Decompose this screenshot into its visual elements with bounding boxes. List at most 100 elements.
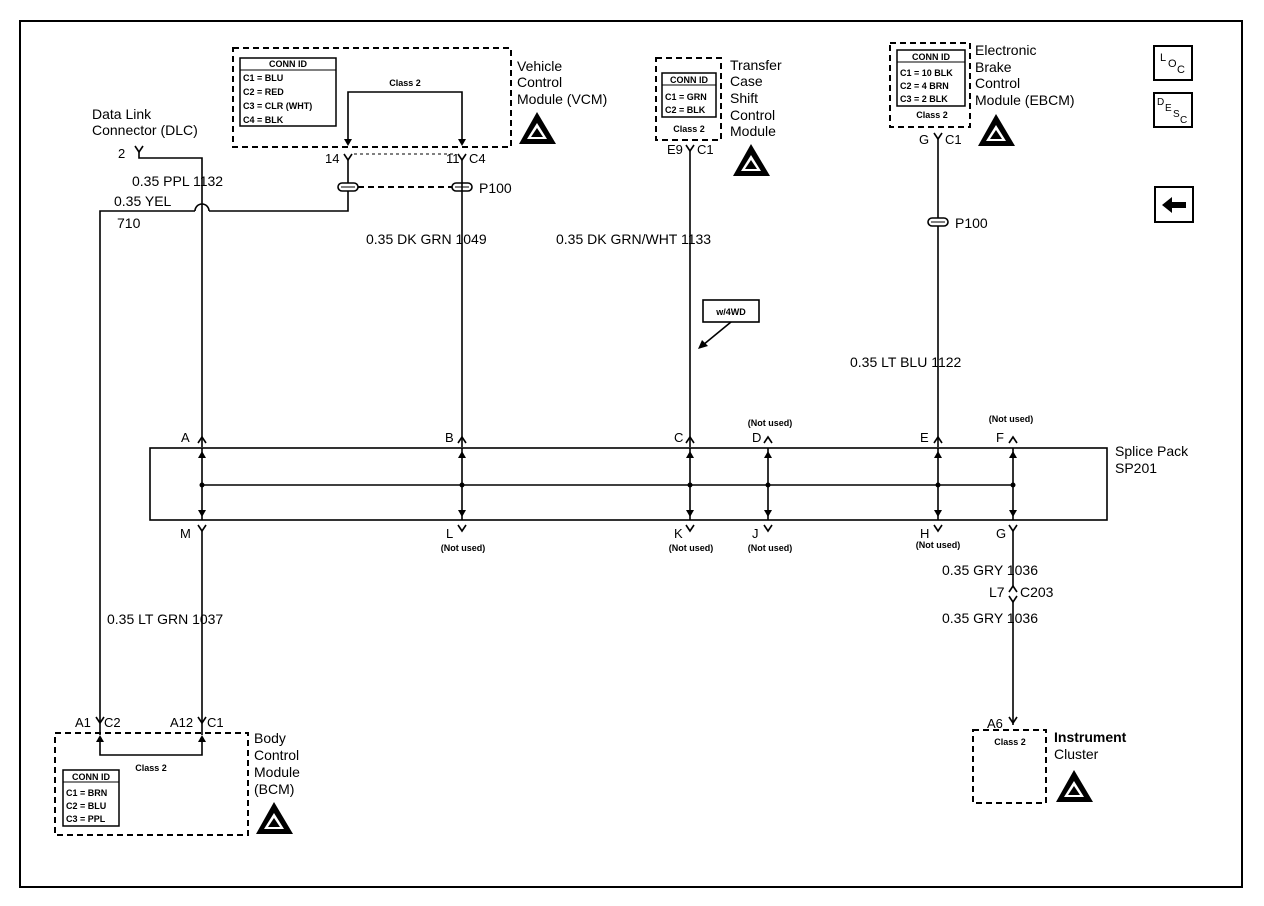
- splice-pack-sp201: Splice Pack SP201: [149, 414, 1189, 553]
- p100-label-vcm: P100: [479, 180, 512, 196]
- wire-1049-label: 0.35 DK GRN 1049: [366, 231, 487, 247]
- vcm-class2-label: Class 2: [389, 78, 421, 88]
- not-used-f: (Not used): [989, 414, 1034, 424]
- wire-1133-label: 0.35 DK GRN/WHT 1133: [556, 231, 711, 247]
- esd-warning-icon: [256, 802, 293, 834]
- splice-pin-l: L: [446, 526, 453, 541]
- splice-pack-name-2: SP201: [1115, 460, 1157, 476]
- bcm-conn-id-1: C1 = BRN: [66, 788, 107, 798]
- splice-pin-k: K: [674, 526, 683, 541]
- back-arrow-icon[interactable]: [1154, 186, 1194, 223]
- tccm-pin-e9: E9: [667, 142, 683, 157]
- tccm-conn-c1: C1: [697, 142, 714, 157]
- tccm-conn-id-title: CONN ID: [670, 75, 709, 85]
- tccm-conn-id-2: C2 = BLK: [665, 105, 706, 115]
- ebcm-conn-c1: C1: [945, 132, 962, 147]
- option-note: w/4WD: [715, 307, 746, 317]
- bcm-conn-id-3: C3 = PPL: [66, 814, 106, 824]
- tccm-outline: [655, 57, 722, 141]
- vcm-conn-id-box: [239, 57, 337, 127]
- not-used-k: (Not used): [669, 543, 714, 553]
- esd-warning-icon: [733, 144, 770, 176]
- ebcm-module: CONN ID C1 = 10 BLK C2 = 4 BRN C3 = 2 BL…: [889, 42, 1075, 146]
- desc-c: C: [1180, 115, 1187, 126]
- ebcm-pin-g: G: [919, 132, 929, 147]
- p100-label-ebcm: P100: [955, 215, 988, 231]
- wire-1132-label: 0.35 PPL 1132: [132, 173, 223, 189]
- loc-o: O: [1168, 58, 1177, 70]
- desc-button[interactable]: D E S C: [1153, 92, 1193, 128]
- ebcm-conn-id-3: C3 = 2 BLK: [900, 94, 948, 104]
- vcm-conn-id-title: CONN ID: [269, 59, 308, 69]
- ebcm-conn-id-box: [896, 49, 966, 107]
- splice-pin-b: B: [445, 430, 454, 445]
- bcm-module: A1 C2 A12 C1 Class 2 CONN ID C1 = BRN C2…: [54, 715, 300, 836]
- wire-710: [209, 160, 349, 212]
- vcm-conn-id-1: C1 = BLU: [243, 73, 283, 83]
- tccm-name-2: Case: [730, 73, 763, 89]
- splice-pin-h: H: [920, 526, 929, 541]
- bcm-name-2: Control: [254, 747, 299, 763]
- not-used-h: (Not used): [916, 540, 961, 550]
- desc-s: S: [1173, 109, 1180, 120]
- ebcm-class2-label: Class 2: [916, 110, 948, 120]
- bcm-pin-a12: A12: [170, 715, 193, 730]
- vcm-conn-c4: C4: [469, 151, 486, 166]
- tccm-name-1: Transfer: [730, 57, 782, 73]
- bcm-name-1: Body: [254, 730, 286, 746]
- wire-1122-label: 0.35 LT BLU 1122: [850, 354, 962, 370]
- splice-pin-g: G: [996, 526, 1006, 541]
- dlc-pin-2: 2: [118, 146, 125, 161]
- vcm-pin-11: 11: [446, 151, 460, 166]
- splice-pack-name-1: Splice Pack: [1115, 443, 1189, 459]
- tccm-name-4: Control: [730, 107, 775, 123]
- ic-name-2: Cluster: [1054, 746, 1099, 762]
- vcm-outline: [232, 47, 512, 148]
- vcm-name-3: Module (VCM): [517, 91, 607, 107]
- ebcm-conn-id-2: C2 = 4 BRN: [900, 81, 949, 91]
- esd-warning-icon: [978, 114, 1015, 146]
- loc-l: L: [1160, 52, 1166, 64]
- vcm-pin-14: 14: [325, 151, 339, 166]
- ic-outline: [972, 729, 1047, 804]
- ebcm-name-1: Electronic: [975, 42, 1036, 58]
- ic-name-1: Instrument: [1054, 729, 1127, 745]
- bcm-conn-id-title: CONN ID: [72, 772, 111, 782]
- not-used-l: (Not used): [441, 543, 486, 553]
- ebcm-name-2: Brake: [975, 59, 1012, 75]
- loc-button[interactable]: L O C: [1153, 45, 1193, 81]
- bcm-conn-c2: C2: [104, 715, 121, 730]
- ebcm-name-4: Module (EBCM): [975, 92, 1075, 108]
- tccm-conn-id-1: C1 = GRN: [665, 92, 707, 102]
- tccm-class2-label: Class 2: [673, 124, 705, 134]
- ic-pin-a6: A6: [987, 716, 1003, 731]
- bcm-name-3: Module: [254, 764, 300, 780]
- esd-warning-icon: [1056, 770, 1093, 802]
- wire-1036-label-b: 0.35 GRY 1036: [942, 610, 1038, 626]
- loc-c: C: [1177, 64, 1185, 76]
- tccm-name-5: Module: [730, 123, 776, 139]
- not-used-d: (Not used): [748, 418, 793, 428]
- splice-pack-outline: [149, 447, 1108, 521]
- splice-pin-d: D: [752, 430, 761, 445]
- diagram-frame: [19, 20, 1243, 888]
- option-w4wd-callout: w/4WD: [698, 299, 760, 349]
- vcm-conn-id-2: C2 = RED: [243, 87, 284, 97]
- bcm-conn-id-box: [62, 769, 120, 827]
- esd-warning-icon: [519, 112, 556, 144]
- splice-pin-f: F: [996, 430, 1004, 445]
- splice-pin-a: A: [181, 430, 190, 445]
- transfer-case-module: CONN ID C1 = GRN C2 = BLK Class 2 Transf…: [655, 57, 782, 176]
- vcm-conn-id-3: C3 = CLR (WHT): [243, 101, 312, 111]
- tccm-name-3: Shift: [730, 90, 758, 106]
- vcm-name-1: Vehicle: [517, 58, 562, 74]
- splice-pin-j: J: [752, 526, 759, 541]
- bcm-class2-label: Class 2: [135, 763, 167, 773]
- vcm-name-2: Control: [517, 74, 562, 90]
- vcm-conn-id-4: C4 = BLK: [243, 115, 284, 125]
- c203-pin-l7: L7: [989, 584, 1005, 600]
- bcm-name-4: (BCM): [254, 781, 294, 797]
- wire-1037-label: 0.35 LT GRN 1037: [107, 611, 223, 627]
- bcm-conn-c1: C1: [207, 715, 224, 730]
